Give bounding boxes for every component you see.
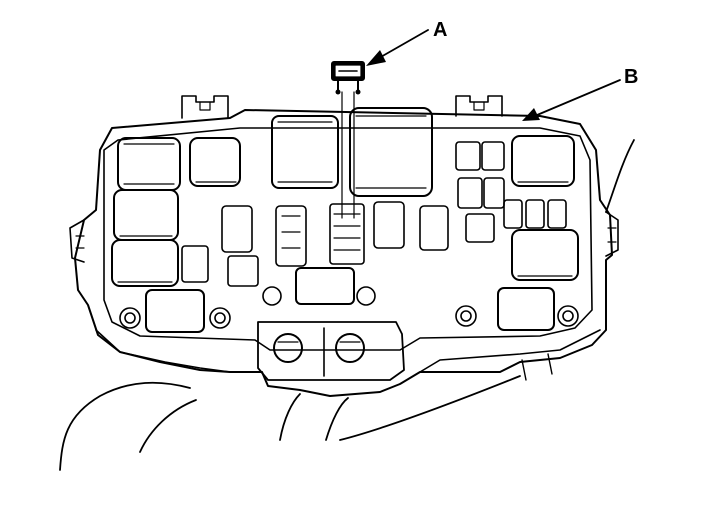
fuse-slot-column bbox=[329, 203, 365, 265]
wiring-harness-right bbox=[521, 139, 635, 381]
mini-fuse-group-right-top bbox=[455, 141, 505, 209]
screw-terminal-center-1 bbox=[262, 286, 282, 306]
fuse-box-housing bbox=[69, 109, 619, 397]
mounting-tab-left bbox=[181, 95, 229, 119]
relay-top-left-2 bbox=[189, 137, 241, 187]
relay-center-top bbox=[271, 115, 339, 189]
relay-center-large bbox=[349, 107, 433, 197]
battery-terminal-block bbox=[257, 321, 405, 381]
wiring-harness-center bbox=[279, 375, 521, 441]
screw-terminal-center-2 bbox=[356, 286, 376, 306]
callout-a-leader bbox=[366, 29, 429, 66]
callout-b-leader bbox=[522, 79, 621, 121]
relay-top-left bbox=[117, 137, 181, 191]
relay-left-middle bbox=[113, 189, 179, 241]
relay-top-right bbox=[511, 135, 575, 187]
callout-label-a: A bbox=[433, 19, 448, 41]
relay-right-lower bbox=[511, 229, 579, 281]
callout-label-b: B bbox=[624, 66, 639, 88]
relay-bottom-left bbox=[145, 289, 205, 333]
screw-terminal-right-1 bbox=[455, 305, 477, 327]
relay-bottom-right bbox=[497, 287, 555, 331]
small-relay-left bbox=[181, 245, 259, 287]
mini-fuse-group-center bbox=[221, 201, 495, 267]
relay-left-lower bbox=[111, 239, 179, 287]
screw-terminal-right-2 bbox=[557, 305, 579, 327]
wiring-harness-left bbox=[59, 381, 197, 471]
relay-bottom-center bbox=[295, 267, 355, 305]
screw-terminal-left-1 bbox=[119, 307, 141, 329]
fuse-insertion-guide-lines bbox=[341, 91, 355, 219]
mounting-tab-right bbox=[455, 95, 503, 117]
screw-terminal-left-2 bbox=[209, 307, 231, 329]
blade-fuse-a bbox=[331, 61, 365, 95]
mini-fuse-group-right bbox=[503, 199, 567, 229]
